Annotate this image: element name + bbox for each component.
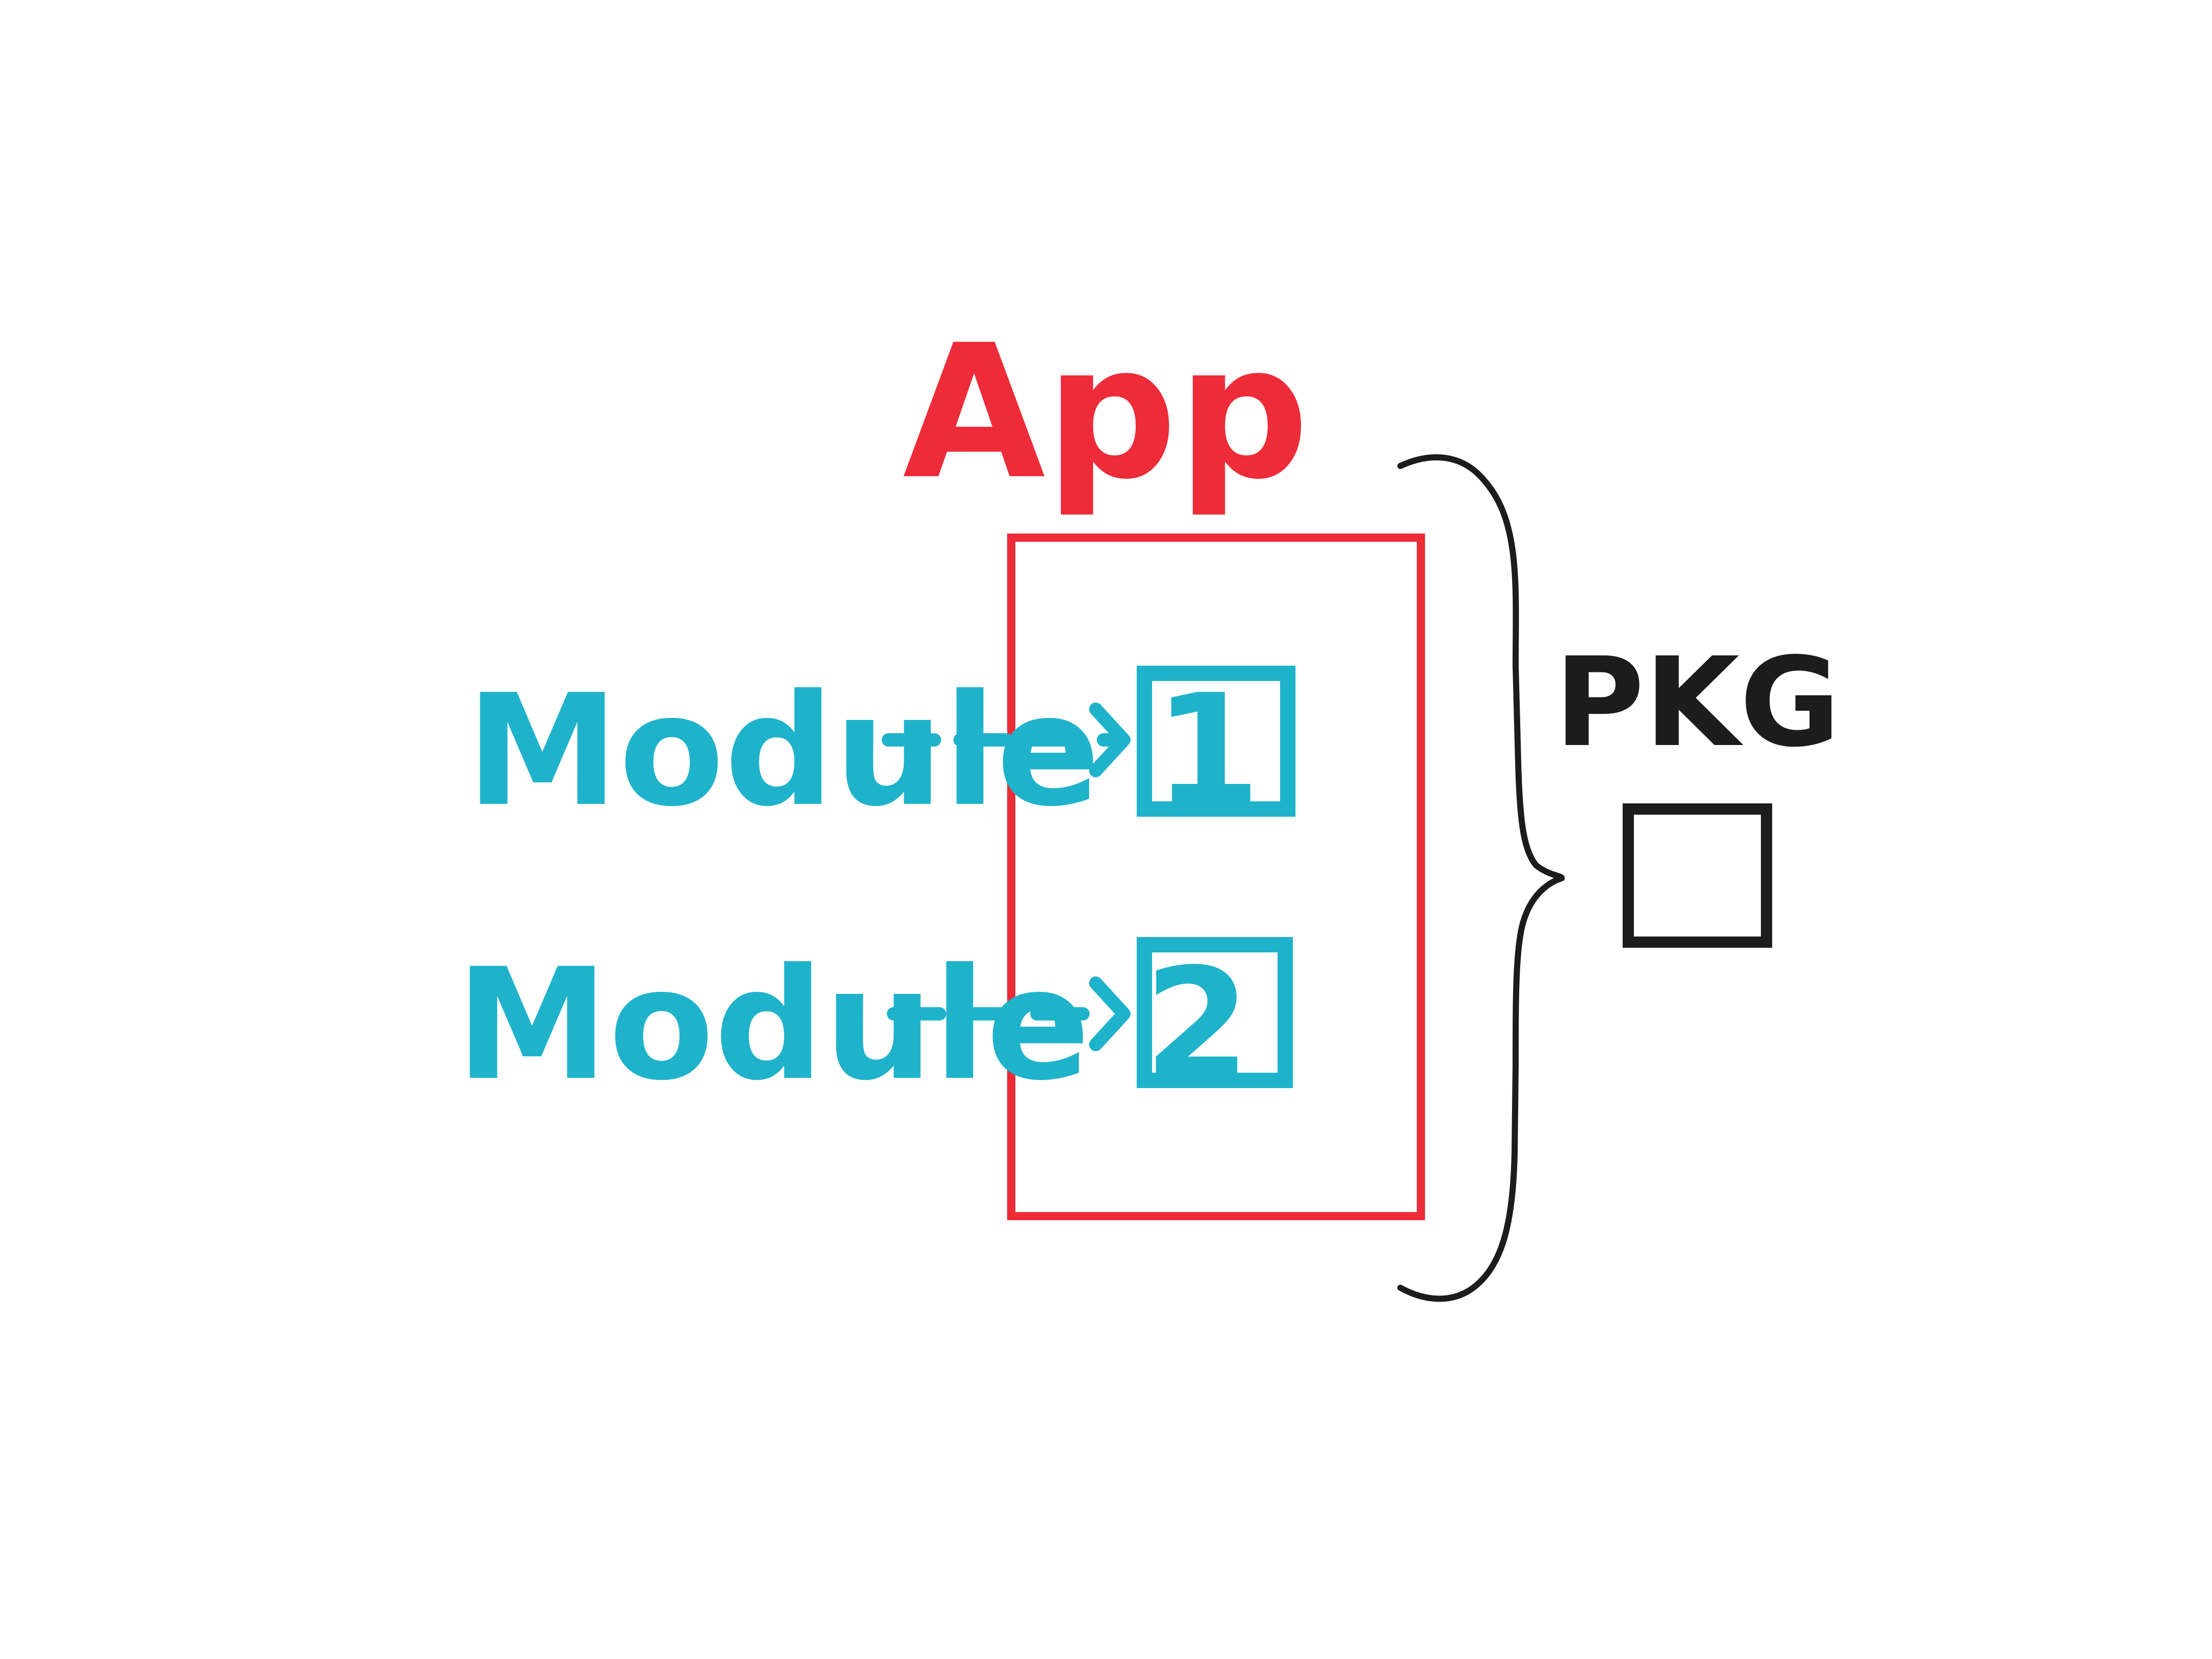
- package-box: [1623, 803, 1772, 948]
- module-2-box: [1137, 937, 1293, 1088]
- module-2-label: Module 2: [456, 935, 1250, 1114]
- module-1-arrow: [882, 703, 1131, 777]
- module-2-arrow: [887, 976, 1131, 1051]
- package-label: PKG: [1555, 631, 1841, 774]
- module-1-box: [1137, 666, 1295, 817]
- app-label: App: [903, 305, 1309, 520]
- module-1-label: Module 1: [466, 662, 1261, 840]
- app-box: [1007, 534, 1425, 1220]
- package-brace: [1397, 454, 1565, 1302]
